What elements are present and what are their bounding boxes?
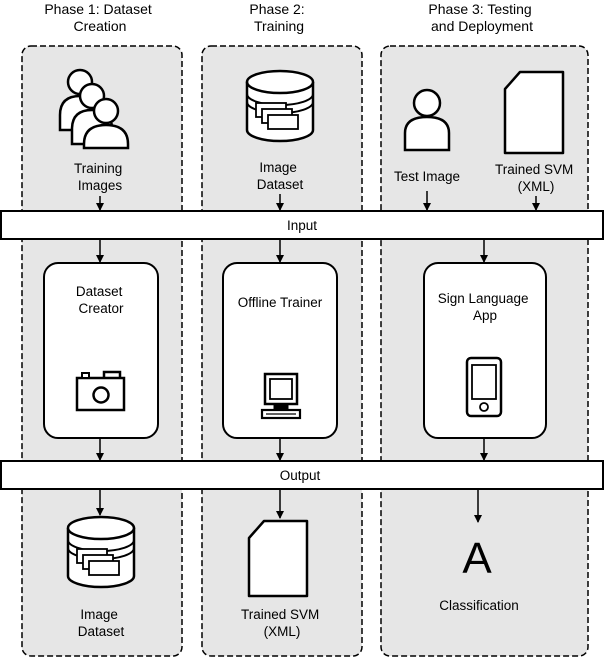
dataset-creator-label: Dataset Creator [76, 284, 126, 316]
phase2-title: Phase 2: Training [249, 1, 308, 34]
phase1-title: Phase 1: Dataset Creation [44, 1, 155, 34]
people-group-icon [58, 68, 130, 150]
phase3-input-label-a: Test Image [394, 169, 460, 184]
phase2-database-icon [245, 69, 315, 143]
phase3-document-icon [503, 70, 565, 155]
classification-glyph: A [462, 534, 492, 583]
phase2-document-icon [247, 519, 309, 598]
output-bar-label: Output [280, 468, 321, 483]
computer-icon [260, 372, 302, 420]
smartphone-icon [465, 356, 503, 418]
dataset-creator-box [43, 262, 159, 439]
camera-icon [75, 370, 126, 412]
phase1-database-icon [66, 515, 136, 589]
phase1-output-label: Image Dataset [78, 607, 125, 639]
input-bar-label: Input [287, 218, 317, 233]
phase3-output-label: Classification [439, 598, 519, 613]
phase3-title: Phase 3: Testing and Deployment [428, 1, 535, 34]
offline-trainer-label: Offline Trainer [238, 295, 323, 310]
sign-language-app-label: Sign Language App [438, 291, 533, 323]
input-bar [0, 210, 604, 240]
person-icon [403, 88, 451, 152]
phase2-input-label: Image Dataset [257, 160, 304, 192]
phase3-input-label-b: Trained SVM (XML) [495, 162, 577, 194]
phase1-input-label: Training Images [74, 161, 126, 193]
output-bar [0, 460, 604, 490]
phase2-output-label: Trained SVM (XML) [241, 607, 323, 639]
sign-language-app-box [423, 262, 547, 439]
